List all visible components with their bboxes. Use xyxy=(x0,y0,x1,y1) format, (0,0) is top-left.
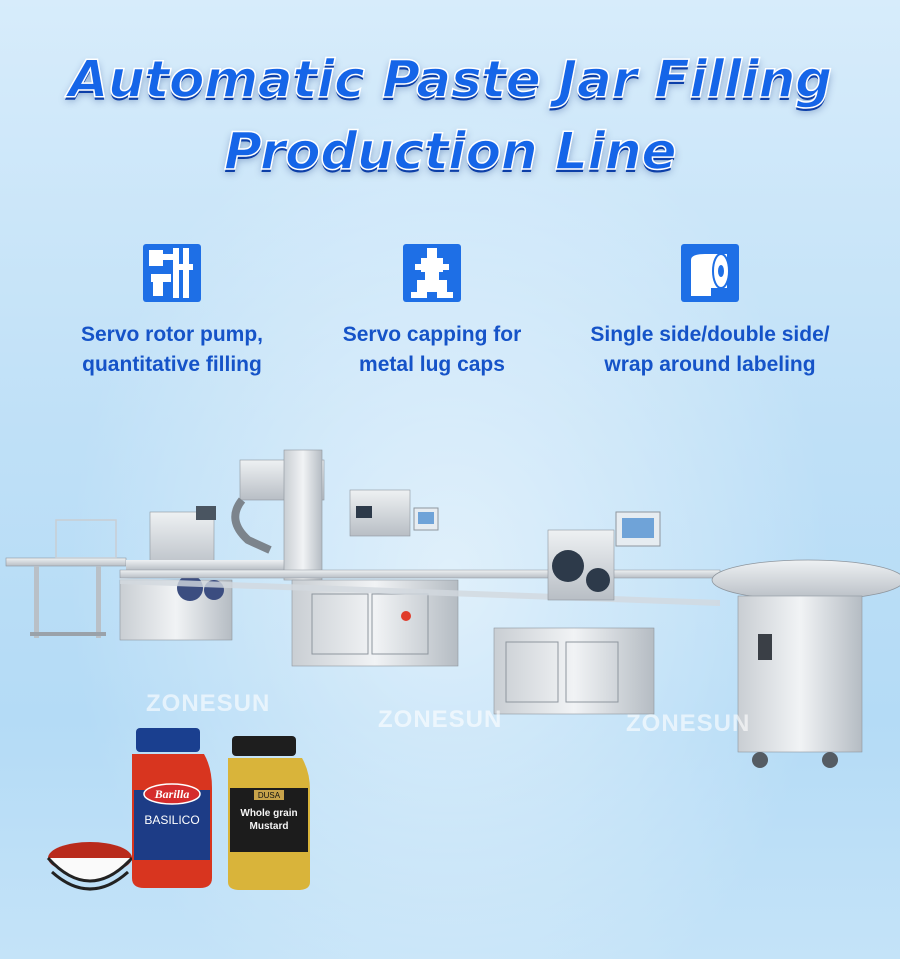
jar2-name-line-1: Whole grain xyxy=(240,808,297,819)
jar1-name: BASILICO xyxy=(144,813,199,827)
feature-labeling: Single side/double side/ wrap around lab… xyxy=(560,244,860,380)
sauce-bowl xyxy=(46,842,134,891)
watermark: ZONESUN xyxy=(378,706,503,733)
page-title-line-1: Automatic Paste Jar Filling xyxy=(67,49,833,111)
jar2-name-line-2: Mustard xyxy=(250,821,289,832)
product-jars: Barilla BASILICO DUSA Whole grain Mustar… xyxy=(46,728,310,891)
watermark: ZONESUN xyxy=(146,690,271,717)
jar1-brand: Barilla xyxy=(154,787,190,801)
feature-label-line-1: Single side/double side/ xyxy=(590,323,830,346)
pasta-sauce-jar: Barilla BASILICO xyxy=(132,728,212,888)
collecting-turntable xyxy=(711,559,900,768)
feature-label-line-1: Servo capping for xyxy=(342,323,522,346)
watermark: ZONESUN xyxy=(626,710,751,737)
feature-label-line-2: quantitative filling xyxy=(82,353,262,376)
feature-label-line-2: wrap around labeling xyxy=(604,353,816,376)
page-title-line-2: Production Line xyxy=(223,121,677,183)
label-roll-icon xyxy=(681,244,739,302)
feature-label-line-2: metal lug caps xyxy=(359,353,505,376)
labeling-machine xyxy=(493,511,661,715)
jar2-brand: DUSA xyxy=(258,791,281,800)
capping-machine xyxy=(231,449,459,667)
mustard-jar: DUSA Whole grain Mustard xyxy=(228,736,310,890)
production-line-machine xyxy=(5,449,900,768)
feature-servo-capping: Servo capping for metal lug caps xyxy=(282,244,582,380)
feature-label-line-1: Servo rotor pump, xyxy=(80,323,264,346)
feeding-table xyxy=(5,519,127,638)
rotor-pump-icon xyxy=(143,244,201,302)
feature-servo-rotor-pump: Servo rotor pump, quantitative filling xyxy=(22,244,322,380)
capping-head-icon xyxy=(403,244,461,302)
